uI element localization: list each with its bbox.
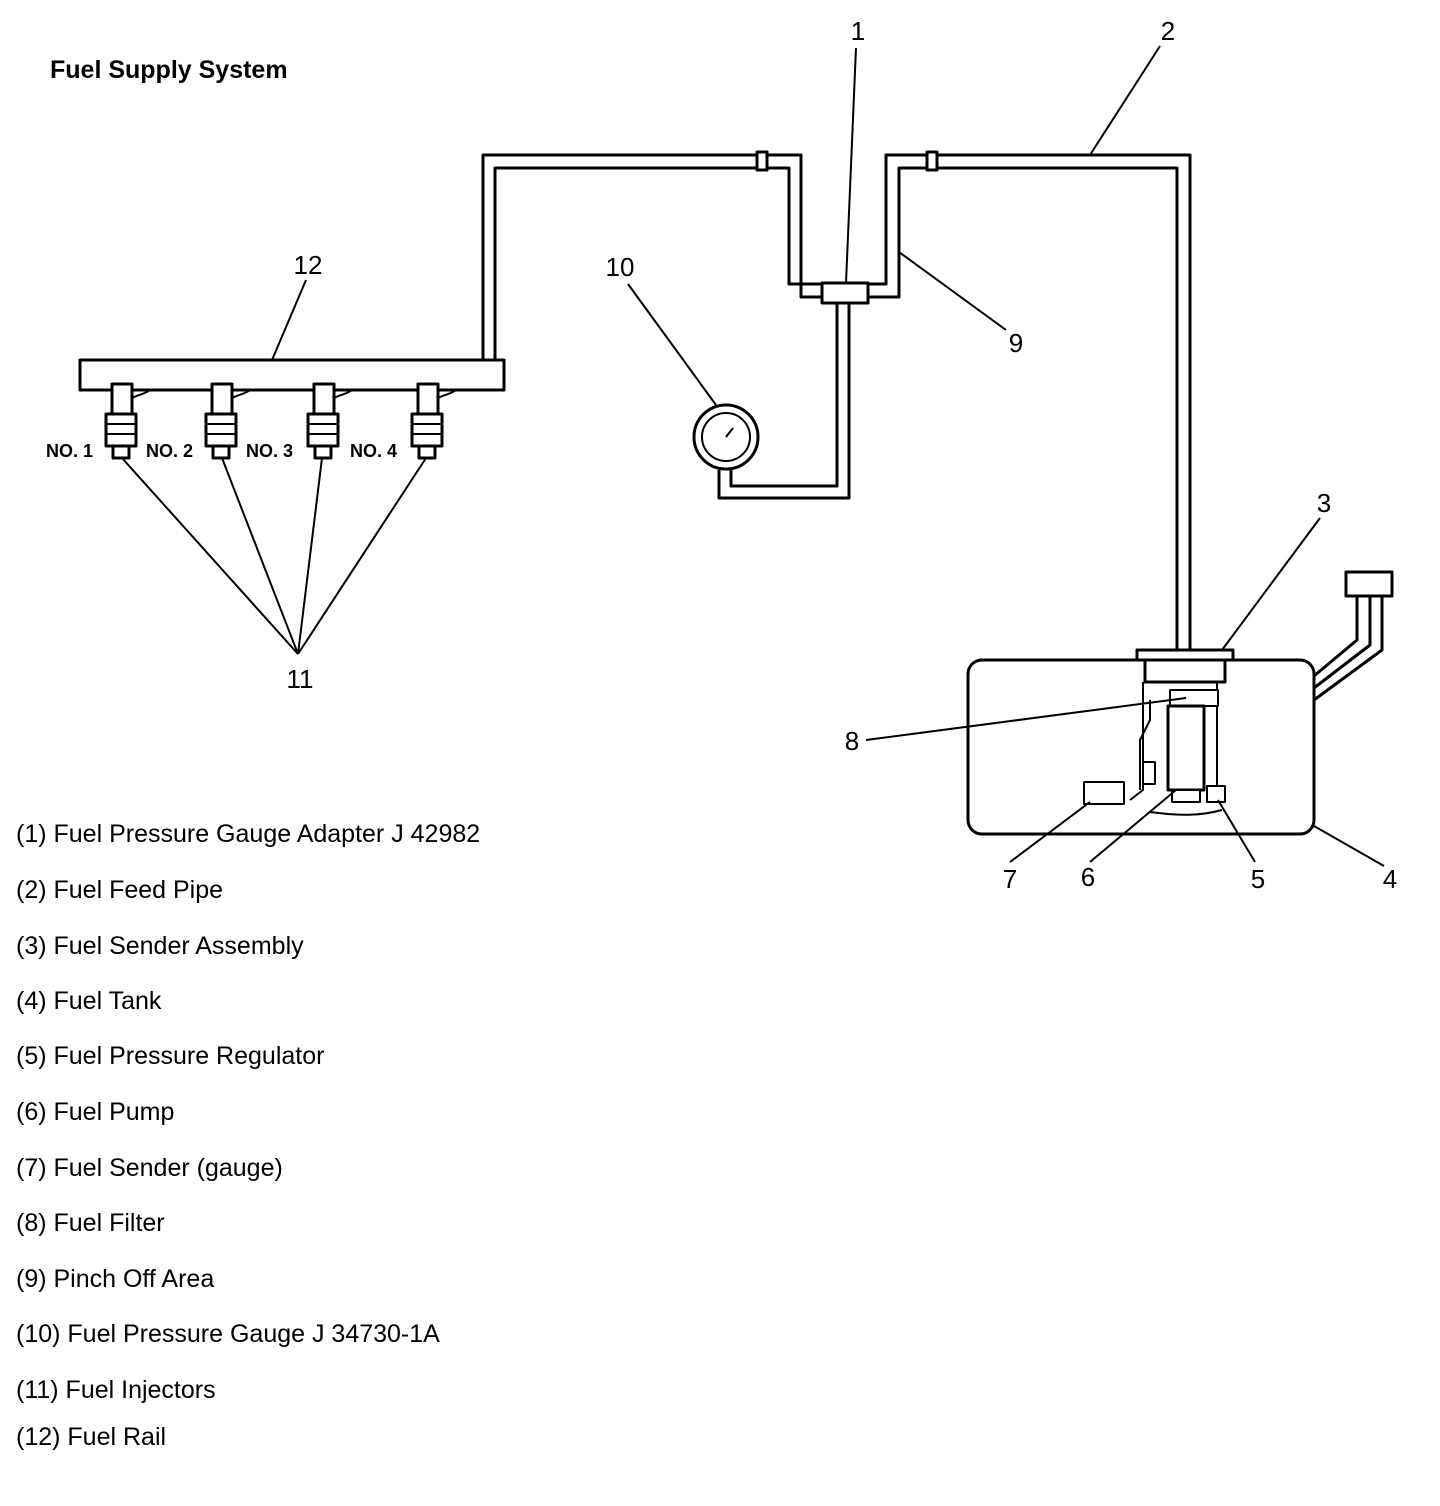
- pressure-gauge-adapter: [820, 281, 870, 305]
- leader-lines: [121, 45, 1385, 867]
- pinch-off-pipe: [868, 150, 1192, 650]
- fuel-injector-2: [204, 382, 251, 460]
- fuel-injector-1: [104, 382, 151, 460]
- filler-neck: [1313, 570, 1394, 702]
- fuel-injector-4: [410, 382, 457, 460]
- legend-item: (10) Fuel Pressure Gauge J 34730-1A: [16, 1320, 440, 1348]
- legend-item: (11) Fuel Injectors: [16, 1376, 216, 1404]
- legend-item: (6) Fuel Pump: [16, 1098, 175, 1126]
- legend-item: (3) Fuel Sender Assembly: [16, 932, 304, 960]
- fuel-sender-assembly: [1129, 648, 1235, 801]
- fuel-sender-gauge: [1083, 781, 1125, 805]
- fuel-injector-3: [306, 382, 353, 460]
- injector-label-3: NO. 3: [246, 441, 293, 461]
- legend-item: (12) Fuel Rail: [16, 1423, 167, 1451]
- legend-item: (2) Fuel Feed Pipe: [16, 876, 224, 904]
- callout-6: 6: [1081, 862, 1095, 892]
- callout-8: 8: [845, 726, 859, 756]
- rail-supply-pipe: [481, 150, 822, 360]
- callout-1: 1: [851, 16, 865, 46]
- legend-item: (7) Fuel Sender (gauge): [16, 1154, 283, 1182]
- callout-10: 10: [606, 252, 635, 282]
- callout-12: 12: [294, 250, 323, 280]
- injector-label-2: NO. 2: [146, 441, 193, 461]
- legend-item: (5) Fuel Pressure Regulator: [16, 1042, 325, 1070]
- legend-item: (4) Fuel Tank: [16, 987, 162, 1015]
- callout-7: 7: [1003, 864, 1017, 894]
- fuel-pump: [1149, 704, 1223, 816]
- fuel-rail: [78, 358, 506, 392]
- callout-2: 2: [1161, 16, 1175, 46]
- callout-9: 9: [1009, 328, 1023, 358]
- gauge-hose: [717, 303, 851, 500]
- injector-label-1: NO. 1: [46, 441, 93, 461]
- fuel-pressure-regulator: [1206, 785, 1226, 803]
- injector-label-4: NO. 4: [350, 441, 397, 461]
- callout-5: 5: [1251, 864, 1265, 894]
- fuel-pressure-gauge: [692, 403, 760, 471]
- legend-item: (8) Fuel Filter: [16, 1209, 165, 1237]
- legend-item: (1) Fuel Pressure Gauge Adapter J 42982: [16, 820, 481, 848]
- page-title: Fuel Supply System: [50, 56, 288, 84]
- fuel-filter: [1169, 689, 1219, 707]
- callout-3: 3: [1317, 488, 1331, 518]
- callout-11: 11: [287, 664, 314, 694]
- legend-item: (9) Pinch Off Area: [16, 1265, 215, 1293]
- callout-4: 4: [1383, 864, 1397, 894]
